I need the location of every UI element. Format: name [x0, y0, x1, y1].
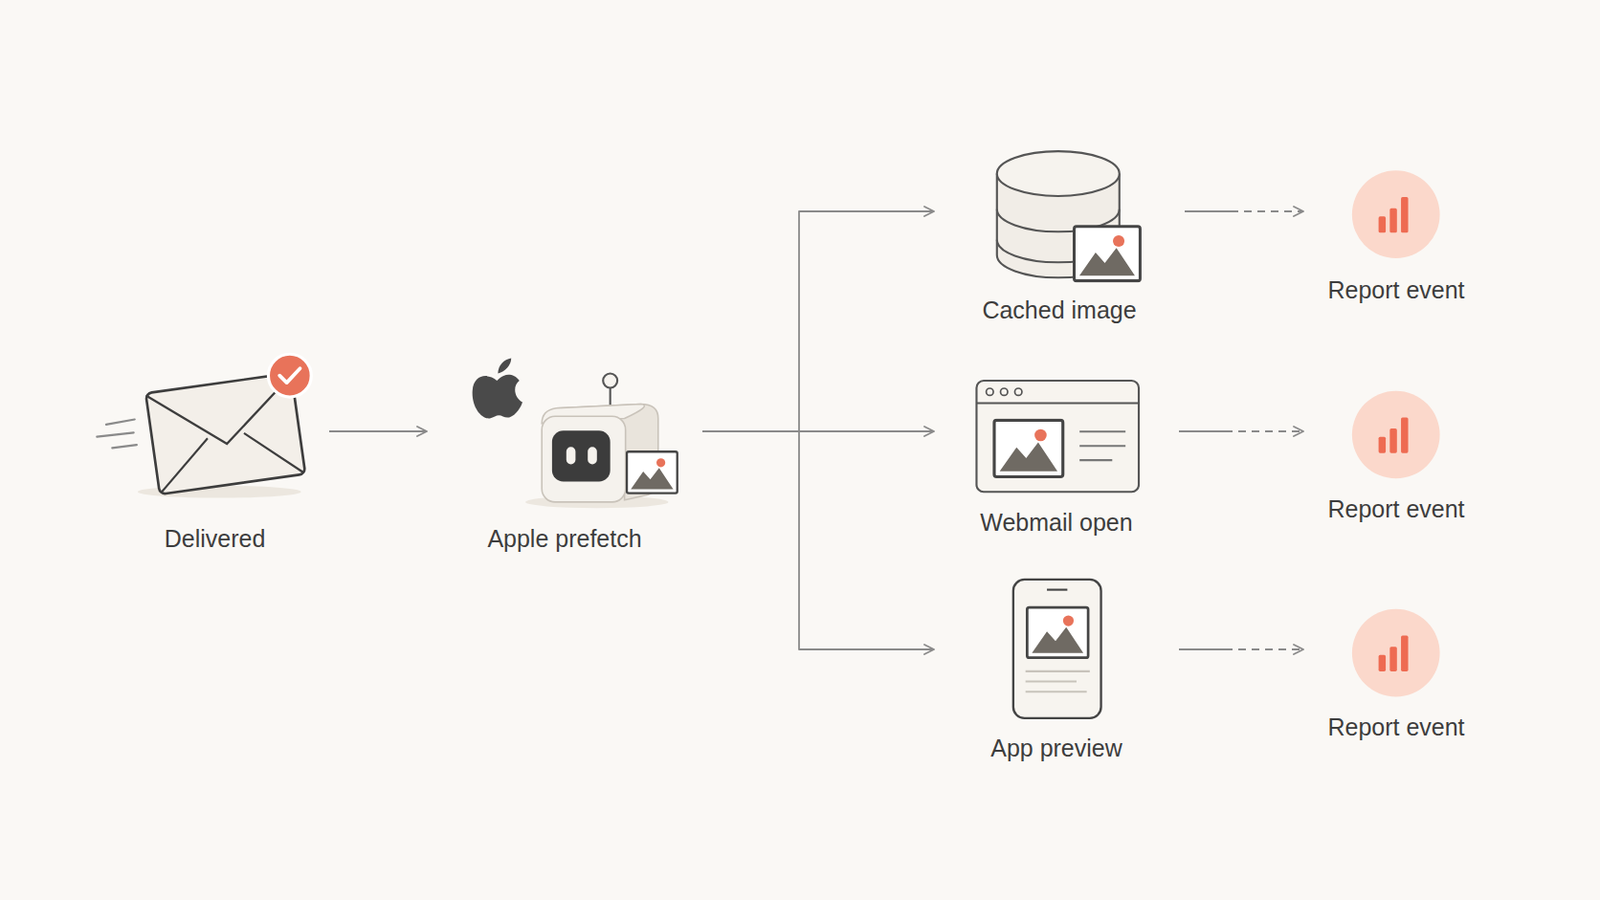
- node-label: Report event: [1303, 711, 1489, 743]
- event-arrow: [1178, 430, 1304, 433]
- image-card: [994, 420, 1064, 477]
- report-circle: [1352, 609, 1441, 698]
- bar: [1400, 197, 1408, 233]
- apple-leaf: [497, 358, 512, 375]
- bar: [1378, 437, 1386, 454]
- step-node: Report event: [1303, 600, 1489, 743]
- window-dot: [1000, 388, 1008, 396]
- browser-window: [976, 380, 1139, 492]
- flow-arrow: [702, 430, 934, 433]
- window-dot: [986, 388, 994, 396]
- node-label: Cached image: [933, 294, 1185, 326]
- bar: [1389, 428, 1397, 454]
- browser-icon: [976, 380, 1139, 492]
- check-badge: [267, 354, 312, 398]
- prefetch-icon: [472, 358, 678, 510]
- window-dot: [1014, 388, 1022, 396]
- phone-icon: [1013, 579, 1102, 719]
- antenna-tip: [602, 374, 618, 389]
- step-node: Report event: [1303, 162, 1489, 306]
- phone-body: [1013, 579, 1102, 719]
- node-label: Report event: [1303, 274, 1489, 306]
- apple-logo: [472, 375, 523, 420]
- text-lines: [1079, 431, 1126, 461]
- flow-arrow: [329, 430, 427, 433]
- database-top: [997, 151, 1120, 197]
- flow-arrow: [702, 431, 934, 650]
- text-lines: [1025, 671, 1090, 692]
- bar: [1400, 636, 1408, 672]
- speed-line: [106, 420, 135, 425]
- robot-face: [541, 416, 625, 503]
- image-card: [1074, 226, 1141, 282]
- report-circle: [1352, 391, 1441, 480]
- report-icon: [1352, 609, 1441, 698]
- image-card: [626, 451, 678, 493]
- step-node: Cached image: [933, 143, 1185, 326]
- phone-notch: [1046, 589, 1067, 592]
- robot-eye: [587, 446, 598, 465]
- node-label: Apple prefetch: [426, 523, 703, 555]
- event-arrow: [1184, 210, 1304, 213]
- speed-line: [96, 432, 134, 437]
- report-icon: [1352, 391, 1441, 480]
- step-node: Apple prefetch: [426, 354, 703, 555]
- speed-line: [111, 444, 137, 448]
- event-arrow: [1178, 648, 1304, 651]
- step-node: Delivered: [100, 354, 330, 555]
- robot-eye: [566, 446, 577, 465]
- node-label: Delivered: [100, 523, 330, 555]
- bar: [1400, 417, 1408, 453]
- step-node: App preview: [933, 574, 1179, 764]
- node-label: Webmail open: [933, 507, 1179, 538]
- check-mark: [279, 368, 300, 383]
- browser-bar: [976, 401, 1139, 404]
- envelope-icon: [96, 354, 312, 498]
- bar: [1389, 208, 1397, 234]
- bar: [1378, 216, 1386, 233]
- report-circle: [1352, 170, 1441, 259]
- step-node: Report event: [1303, 382, 1489, 525]
- flow-arrow: [702, 211, 934, 432]
- report-icon: [1352, 170, 1441, 259]
- database-icon: [997, 151, 1141, 282]
- envelope-fold: [155, 425, 304, 492]
- node-label: App preview: [933, 733, 1179, 764]
- step-node: Webmail open: [933, 373, 1179, 538]
- bar: [1378, 655, 1386, 672]
- image-card: [1026, 607, 1089, 659]
- bar: [1389, 646, 1397, 672]
- node-label: Report event: [1303, 493, 1489, 525]
- robot-screen: [552, 430, 611, 482]
